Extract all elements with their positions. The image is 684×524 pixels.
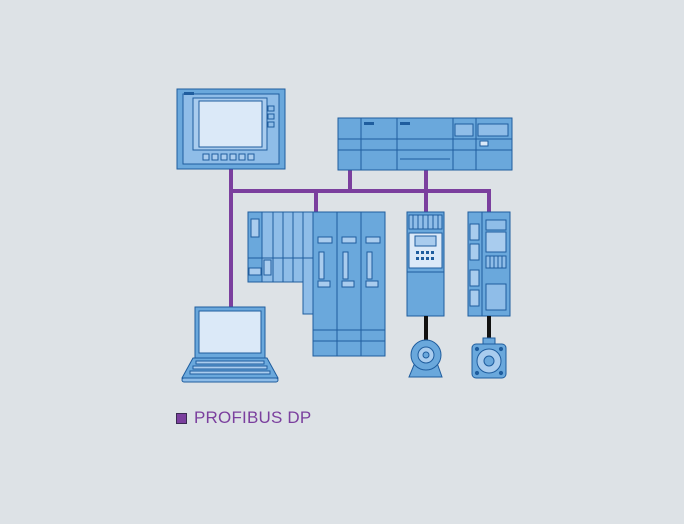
legend: PROFIBUS DP (176, 408, 311, 428)
profibus-bus (229, 166, 491, 309)
hmi-side-marks (267, 105, 275, 128)
io-module-icon (247, 211, 314, 315)
hmi-panel-icon (176, 88, 286, 170)
laptop-icon (181, 306, 279, 383)
converter-icon (406, 211, 445, 317)
servo-drive-icon (467, 211, 511, 317)
hmi-function-keys (202, 153, 255, 161)
motor-icon (408, 339, 443, 378)
servo-motor-icon (471, 337, 507, 379)
legend-label: PROFIBUS DP (194, 408, 312, 427)
plc-icon (337, 117, 513, 171)
legend-swatch (176, 412, 187, 424)
drive-icon (312, 211, 386, 357)
